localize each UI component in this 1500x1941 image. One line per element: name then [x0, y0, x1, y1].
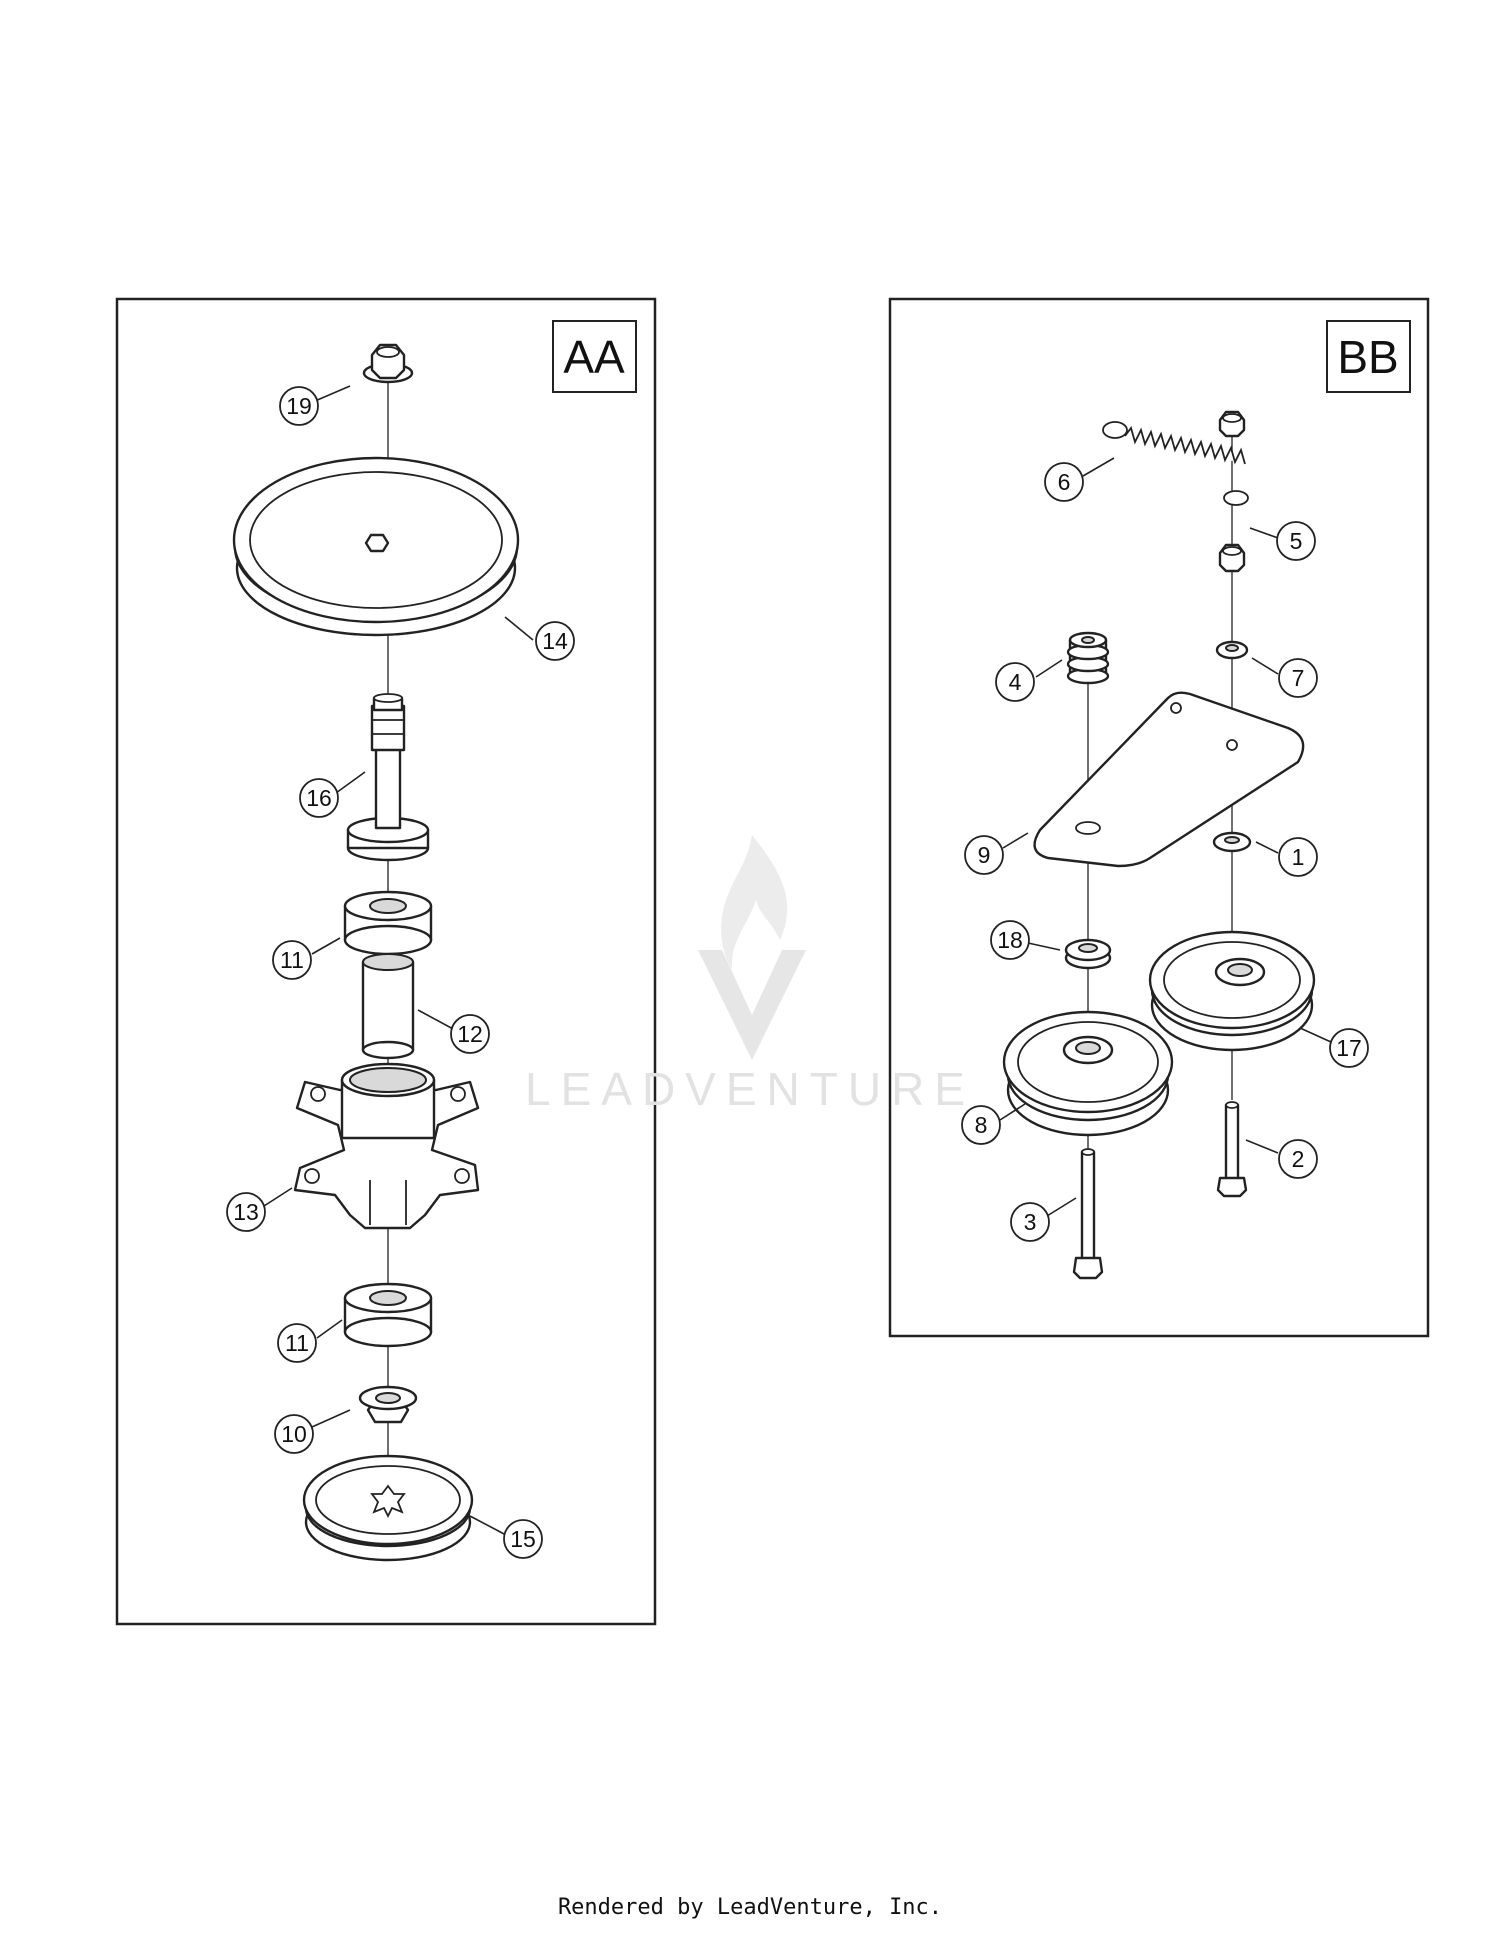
part-extension-spring-6	[1102, 421, 1249, 506]
part-v-idler-pulley-8	[1002, 1010, 1174, 1137]
callout-bb-4: 4	[995, 662, 1035, 702]
leader-8	[999, 1103, 1026, 1121]
svg-text:11: 11	[280, 947, 304, 973]
leader-4	[1035, 659, 1063, 678]
part-spacer-12	[361, 953, 415, 1060]
svg-text:11: 11	[285, 1330, 309, 1356]
leader-11b	[316, 1319, 343, 1339]
leader-6	[1082, 457, 1115, 477]
footer-credit: Rendered by LeadVenture, Inc.	[557, 1895, 943, 1920]
watermark-text: LEADVENTURE	[525, 1063, 975, 1115]
leader-17	[1299, 1027, 1332, 1043]
part-spindle-housing-13	[293, 1062, 480, 1230]
leader-14	[504, 616, 534, 641]
section-label-aa: AA	[552, 320, 637, 393]
part-bolt-3	[1072, 1148, 1104, 1280]
leader-5	[1249, 527, 1279, 539]
callout-aa-2: 14	[535, 621, 575, 661]
callout-aa-9: 15	[503, 1519, 543, 1559]
leader-9	[1002, 832, 1029, 849]
part-bearing-11-lower	[343, 1282, 433, 1348]
callout-bb-9: 8	[961, 1105, 1001, 1145]
callout-bb-3: 7	[1278, 658, 1318, 698]
part-idler-bracket-9	[1033, 691, 1305, 868]
callout-bb-10: 2	[1278, 1139, 1318, 1179]
leader-10	[311, 1409, 351, 1428]
svg-text:16: 16	[306, 785, 332, 811]
svg-text:17: 17	[1336, 1035, 1362, 1061]
svg-text:9: 9	[978, 842, 991, 868]
part-nut-5	[1218, 543, 1246, 573]
svg-text:15: 15	[510, 1526, 536, 1552]
part-bearing-11-upper	[343, 890, 433, 956]
svg-text:18: 18	[997, 927, 1023, 953]
part-spindle-shaft-16	[346, 693, 430, 862]
callout-aa-6: 13	[226, 1192, 266, 1232]
section-frame-aa	[115, 297, 657, 1626]
svg-text:4: 4	[1009, 669, 1022, 695]
part-washer-1	[1212, 831, 1252, 853]
svg-text:1: 1	[1292, 844, 1305, 870]
callout-bb-5: 9	[964, 835, 1004, 875]
svg-text:2: 2	[1292, 1146, 1305, 1172]
svg-text:19: 19	[286, 393, 312, 419]
leader-3	[1046, 1197, 1077, 1217]
part-rubber-stop-4	[1066, 631, 1110, 685]
callout-bb-7: 18	[990, 920, 1030, 960]
leadventure-flame-logo	[698, 835, 806, 1060]
leader-7	[1251, 657, 1279, 675]
svg-text:8: 8	[975, 1112, 988, 1138]
leader-16	[335, 771, 366, 794]
svg-text:13: 13	[233, 1199, 259, 1225]
callout-bb-1: 6	[1044, 462, 1084, 502]
leader-13	[263, 1187, 293, 1207]
svg-text:12: 12	[457, 1021, 483, 1047]
part-spacer-18	[1064, 938, 1112, 970]
section-label-bb: BB	[1326, 320, 1411, 393]
section-frame-bb	[888, 297, 1430, 1338]
part-bolt-2	[1216, 1101, 1248, 1198]
part-washer-7	[1215, 640, 1249, 660]
callout-aa-3: 16	[299, 778, 339, 818]
watermark: LEADVENTURE	[525, 835, 975, 1115]
callout-aa-8: 10	[274, 1414, 314, 1454]
section-label-bb-text: BB	[1337, 331, 1398, 383]
callout-bb-11: 3	[1010, 1202, 1050, 1242]
leader-2	[1245, 1139, 1279, 1154]
leader-18	[1027, 942, 1061, 951]
part-flange-nut-19	[362, 343, 414, 384]
leader-15	[469, 1515, 507, 1536]
callout-aa-1: 19	[279, 386, 319, 426]
callout-aa-4: 11	[272, 940, 312, 980]
callout-aa-7: 11	[277, 1323, 317, 1363]
part-hex-nut-10	[358, 1385, 418, 1424]
svg-text:7: 7	[1292, 665, 1305, 691]
callout-bb-2: 5	[1276, 521, 1316, 561]
callout-aa-5: 12	[450, 1014, 490, 1054]
section-label-aa-text: AA	[563, 331, 625, 383]
svg-text:3: 3	[1024, 1209, 1037, 1235]
leader-1	[1255, 841, 1279, 854]
leader-19	[314, 385, 351, 402]
leader-11a	[311, 937, 341, 955]
part-large-pulley-14	[232, 456, 520, 637]
svg-text:10: 10	[281, 1421, 307, 1447]
svg-text:6: 6	[1058, 469, 1071, 495]
callout-bb-8: 17	[1329, 1028, 1369, 1068]
part-idler-pulley-17	[1148, 930, 1316, 1052]
svg-text:5: 5	[1290, 528, 1303, 554]
part-lower-pulley-15	[302, 1454, 474, 1562]
svg-text:14: 14	[542, 628, 568, 654]
leader-12	[417, 1009, 456, 1031]
callout-bb-6: 1	[1278, 837, 1318, 877]
part-lock-nut-top	[1218, 410, 1246, 438]
